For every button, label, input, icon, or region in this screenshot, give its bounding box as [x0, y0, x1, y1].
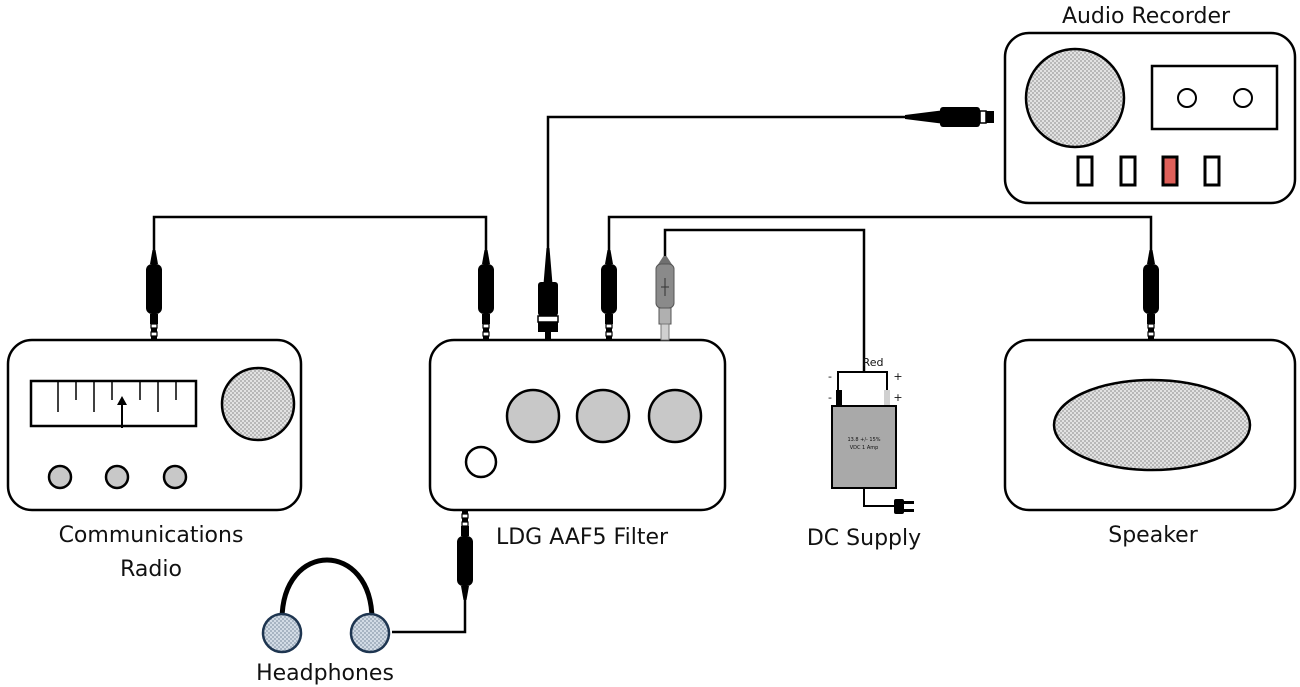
headphones-cable [392, 600, 467, 634]
dc-negative-terminal [836, 390, 842, 407]
cables [152, 115, 1153, 634]
filter-knob-1 [505, 388, 561, 444]
dc-terminal-bridge [837, 371, 888, 392]
radio-speaker-grille [220, 366, 296, 442]
plug-filter-input-icon [478, 250, 494, 340]
dial-ticks [57, 381, 177, 412]
ear-cup-left [261, 612, 303, 654]
plug-recorder-input-icon [905, 107, 994, 127]
recorder-label: Audio Recorder [1062, 4, 1231, 29]
plug-filter-output-icon [601, 250, 617, 340]
dial-pointer-icon [117, 396, 127, 428]
mains-plug-icon [894, 499, 914, 514]
recorder-button-4 [1203, 155, 1221, 187]
plug-speaker-icon [1143, 250, 1159, 340]
filter-headphone-jack [464, 445, 498, 479]
headphones-label: Headphones [256, 661, 394, 686]
radio-tuning-dial [29, 379, 198, 428]
dc-box-text-2: VDC 1 Amp [850, 445, 879, 451]
plug-recorder-rca-icon [537, 248, 559, 340]
plug-dc-power-icon [655, 256, 675, 341]
dc-minus-sign: - [828, 370, 832, 383]
radio-label-line2: Radio [120, 557, 182, 582]
speaker-label: Speaker [1108, 523, 1198, 548]
cassette-window [1150, 64, 1279, 131]
recorder-button-record [1161, 155, 1179, 187]
radio-knob-1 [47, 464, 73, 490]
speaker-grille [1052, 378, 1252, 472]
dc-minus-sign-2: - [828, 391, 832, 404]
audio-recorder: Audio Recorder [1003, 4, 1297, 205]
filter-knob-2 [575, 388, 631, 444]
dc-plus-sign: + [893, 370, 902, 383]
dc-supply-label: DC Supply [807, 526, 921, 551]
headband [279, 557, 375, 621]
ear-cup-right [349, 612, 391, 654]
radio-label-line1: Communications [59, 523, 244, 548]
headphones: Headphones [256, 557, 394, 686]
filter-knob-3 [647, 388, 703, 444]
speaker: Speaker [1003, 338, 1297, 548]
plug-headphones-icon [457, 510, 473, 600]
plug-radio-icon [146, 250, 162, 340]
communications-radio: Communications Radio [6, 338, 303, 582]
radio-knob-2 [104, 464, 130, 490]
dc-wire-label: Red [863, 356, 884, 369]
dc-box-text-1: 13.8 +/- 15% [847, 437, 880, 443]
filter-label: LDG AAF5 Filter [496, 525, 669, 550]
recorder-button-2 [1119, 155, 1137, 187]
recorder-button-1 [1076, 155, 1094, 187]
cassette-reel-left [1177, 88, 1197, 108]
dc-positive-terminal [884, 390, 890, 407]
radio-knob-3 [162, 464, 188, 490]
recorder-speaker-grille [1024, 47, 1126, 149]
dc-mains-cord [863, 488, 895, 507]
radio-to-filter-cable [152, 215, 488, 250]
filter-to-speaker-cable [607, 215, 1153, 250]
recorder-cable [546, 115, 910, 248]
dc-supply: Red - + - + 13.8 +/- 15% VDC 1 Amp DC Su… [807, 356, 921, 551]
ldg-aaf5-filter: LDG AAF5 Filter [428, 338, 727, 550]
dc-plus-sign-2: + [893, 391, 902, 404]
dc-power-cable [663, 228, 866, 372]
cassette-reel-right [1233, 88, 1253, 108]
